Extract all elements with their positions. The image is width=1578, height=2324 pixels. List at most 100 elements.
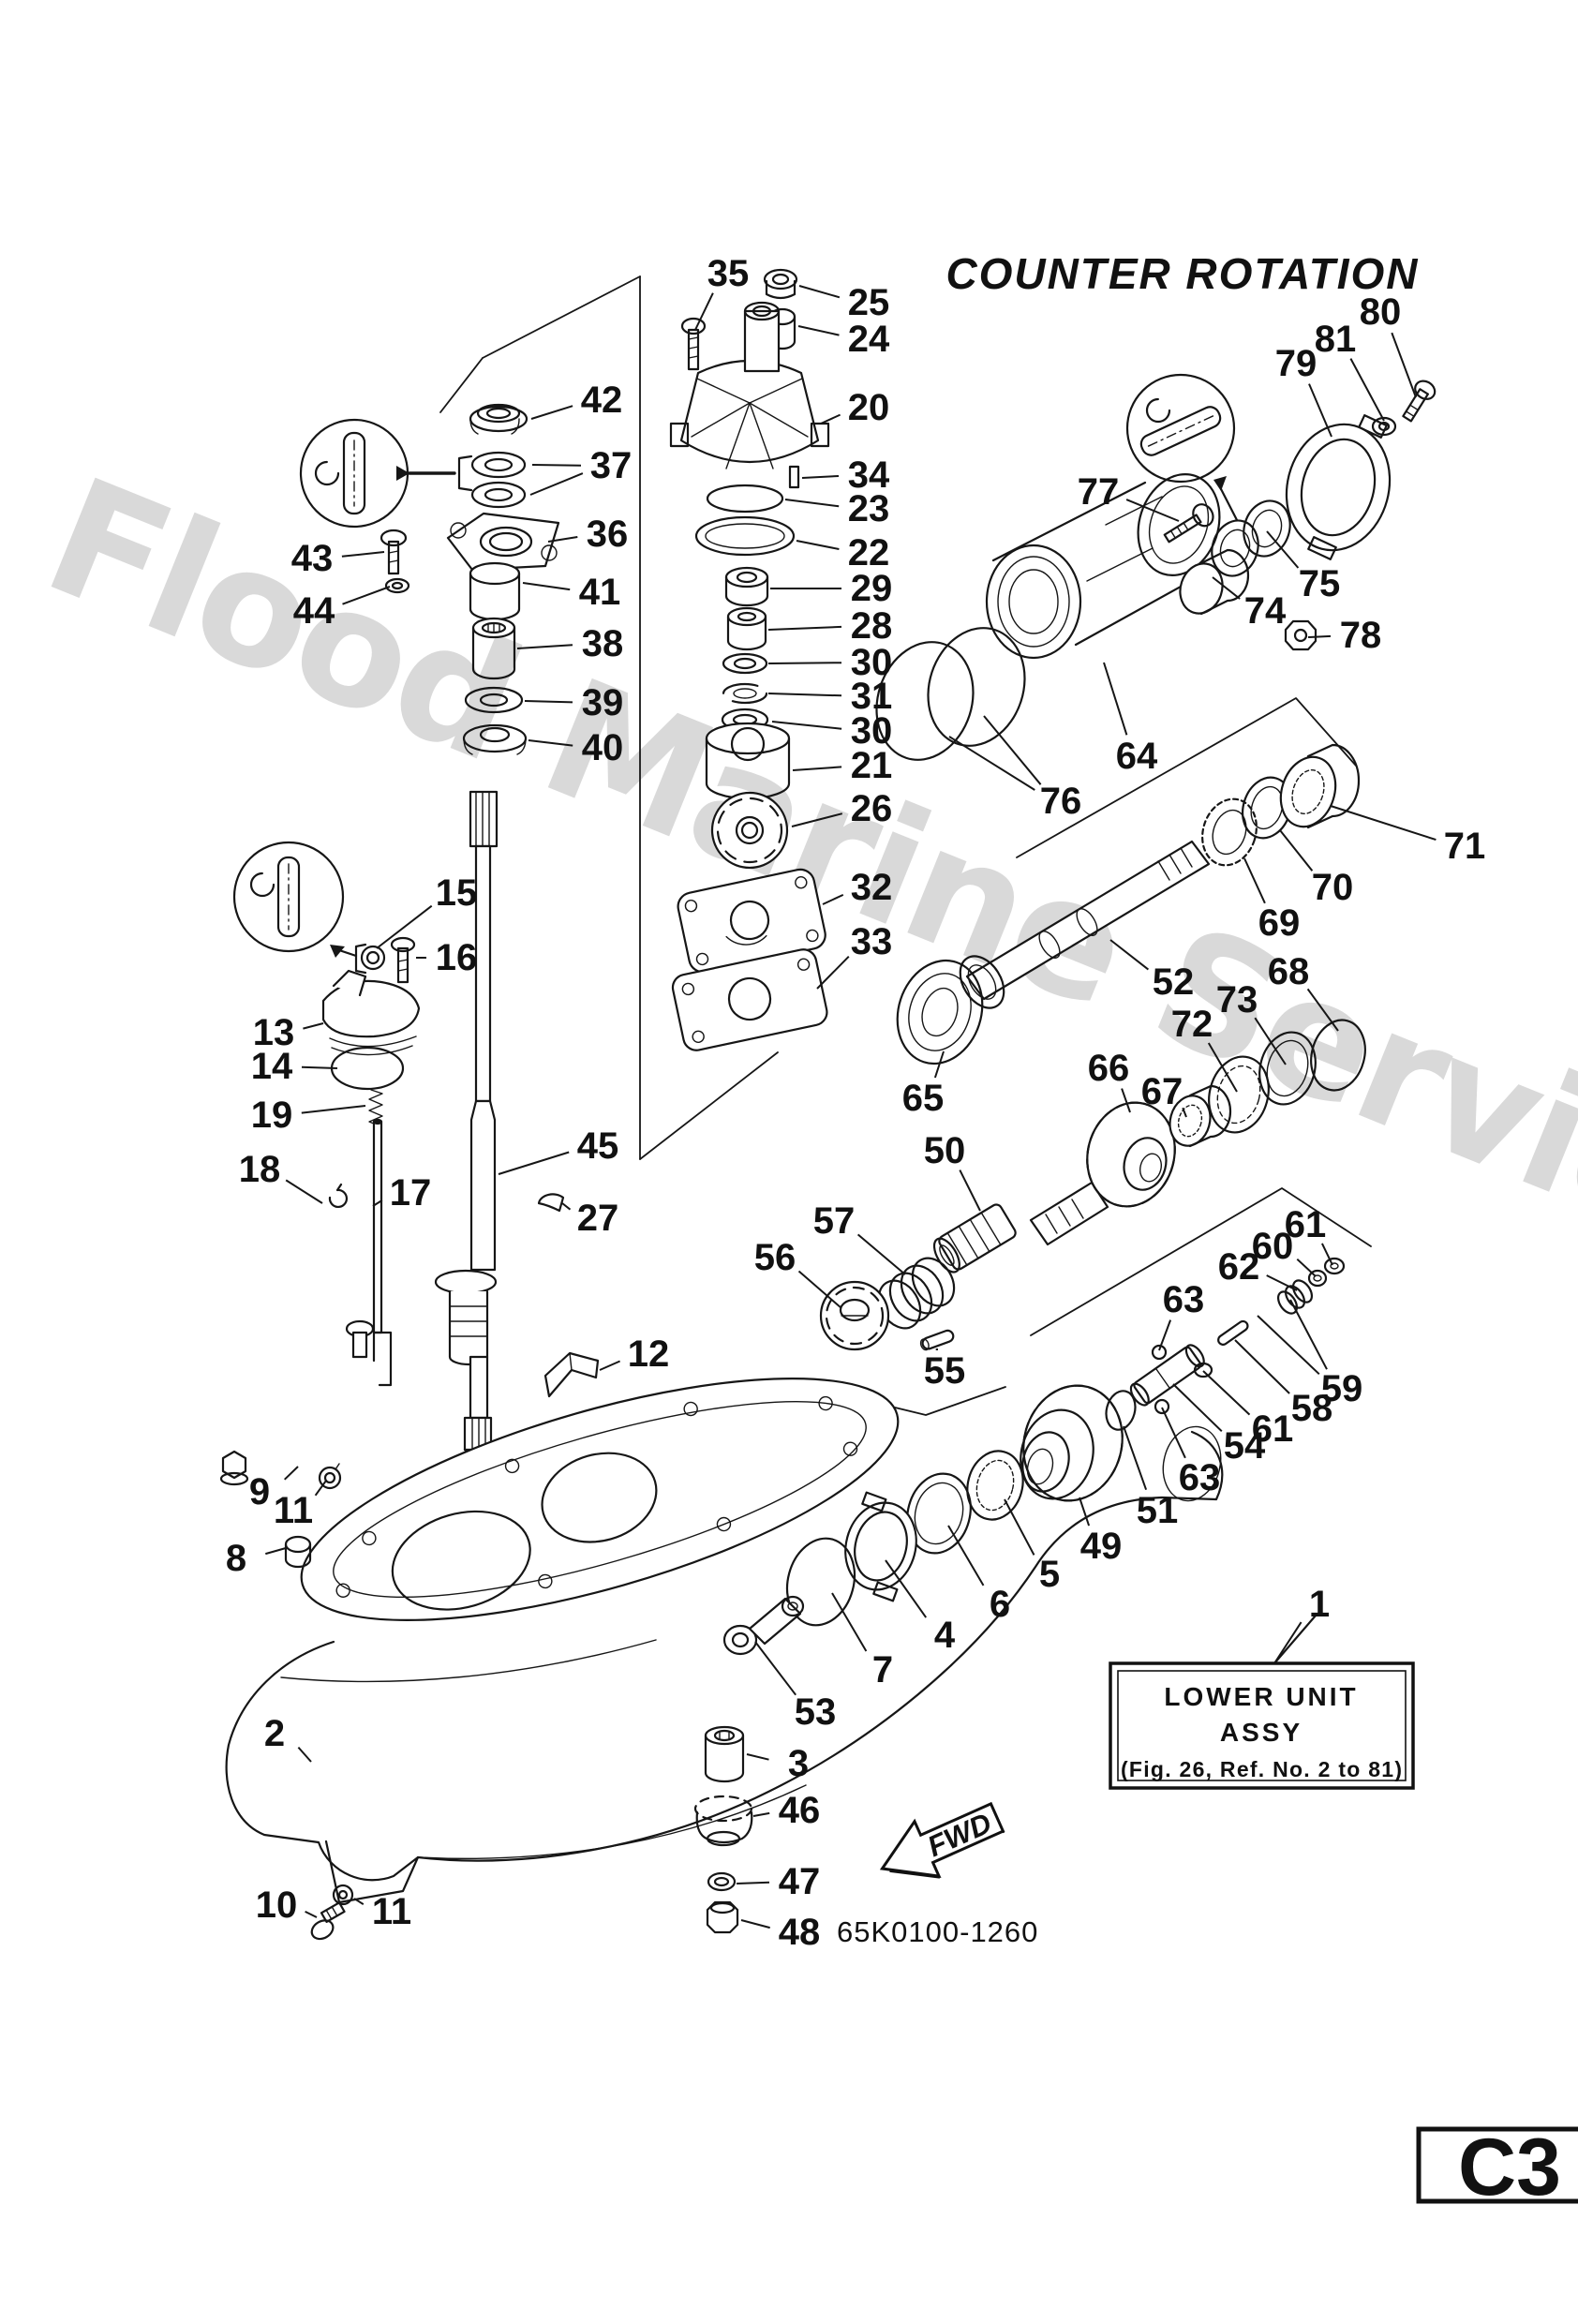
callout-52: 52 bbox=[1153, 961, 1195, 1003]
leader-19 bbox=[301, 1105, 366, 1114]
callout-64: 64 bbox=[1116, 736, 1158, 777]
leader-12 bbox=[599, 1360, 621, 1371]
callout-37: 37 bbox=[590, 445, 633, 486]
leader-13 bbox=[303, 1022, 324, 1030]
leader-76 bbox=[948, 736, 1035, 791]
leader-6 bbox=[947, 1525, 985, 1587]
leader-59 bbox=[1289, 1299, 1328, 1370]
callout-1: 1 bbox=[1309, 1584, 1330, 1625]
driveshaft-seal-column bbox=[380, 403, 560, 755]
callout-56: 56 bbox=[754, 1237, 796, 1278]
leader-45 bbox=[498, 1151, 570, 1175]
callout-24: 24 bbox=[848, 319, 890, 360]
leader-47 bbox=[736, 1881, 770, 1885]
callout-46: 46 bbox=[779, 1790, 821, 1831]
leader-28 bbox=[767, 625, 842, 631]
leader-56 bbox=[797, 1270, 842, 1309]
leader-5 bbox=[1004, 1498, 1035, 1556]
leader-60 bbox=[1296, 1258, 1317, 1277]
leader-22 bbox=[796, 540, 840, 550]
leader-24 bbox=[797, 325, 840, 336]
callout-51: 51 bbox=[1137, 1490, 1179, 1531]
leader-1 bbox=[1273, 1621, 1303, 1664]
leader-63 bbox=[1161, 1407, 1186, 1459]
leader-79 bbox=[1308, 383, 1332, 438]
assembly-box: LOWER UNIT ASSY (Fig. 26, Ref. No. 2 to … bbox=[1109, 1661, 1415, 1790]
callout-25: 25 bbox=[848, 282, 890, 323]
callout-54: 54 bbox=[1224, 1425, 1266, 1467]
callout-60: 60 bbox=[1252, 1226, 1294, 1267]
callout-6: 6 bbox=[990, 1584, 1010, 1625]
callout-17: 17 bbox=[390, 1172, 432, 1214]
leader-72 bbox=[1207, 1042, 1238, 1093]
callout-80: 80 bbox=[1360, 291, 1402, 333]
callout-36: 36 bbox=[587, 514, 629, 555]
callout-69: 69 bbox=[1258, 902, 1301, 944]
leader-23 bbox=[784, 499, 840, 508]
leader-53 bbox=[754, 1641, 796, 1696]
leader-32 bbox=[822, 893, 844, 905]
callout-66: 66 bbox=[1088, 1048, 1130, 1089]
callout-63: 63 bbox=[1179, 1457, 1221, 1498]
callout-31: 31 bbox=[851, 676, 893, 717]
leader-48 bbox=[740, 1919, 770, 1929]
callout-55: 55 bbox=[924, 1350, 966, 1392]
callout-labels: 1234567891011111213141516171819202122232… bbox=[226, 253, 1485, 1953]
callout-62: 62 bbox=[1218, 1246, 1260, 1288]
callout-73: 73 bbox=[1216, 979, 1258, 1020]
leader-73 bbox=[1254, 1017, 1287, 1065]
callout-75: 75 bbox=[1299, 563, 1341, 604]
callout-22: 22 bbox=[848, 532, 890, 574]
callout-48: 48 bbox=[779, 1912, 821, 1953]
callout-32: 32 bbox=[851, 867, 893, 908]
callout-42: 42 bbox=[581, 380, 623, 421]
callout-44: 44 bbox=[293, 590, 335, 632]
callout-53: 53 bbox=[795, 1691, 837, 1733]
callout-70: 70 bbox=[1312, 867, 1354, 908]
driveshaft bbox=[434, 790, 499, 1458]
callout-49: 49 bbox=[1080, 1526, 1123, 1567]
callout-33: 33 bbox=[851, 921, 893, 962]
leader-3 bbox=[746, 1753, 769, 1761]
callout-39: 39 bbox=[582, 682, 624, 723]
leader-31 bbox=[767, 693, 842, 697]
leader-8 bbox=[265, 1547, 287, 1556]
callout-74: 74 bbox=[1244, 590, 1287, 632]
leader-46 bbox=[752, 1811, 770, 1817]
callout-11: 11 bbox=[274, 1490, 313, 1531]
fwd-arrow: FWD bbox=[879, 1801, 1005, 1879]
forward-gear-group bbox=[819, 1019, 1366, 1351]
leader-62 bbox=[1266, 1274, 1298, 1291]
leader-27 bbox=[561, 1202, 572, 1211]
page-code: C3 bbox=[1458, 2123, 1561, 2212]
gearcase-hardware bbox=[219, 1450, 753, 1941]
leader-21 bbox=[792, 766, 842, 771]
assembly-box-line1: LOWER UNIT bbox=[1164, 1682, 1358, 1711]
leader-78 bbox=[1307, 634, 1332, 638]
callout-26: 26 bbox=[851, 788, 893, 829]
leader-81 bbox=[1349, 358, 1385, 422]
callout-72: 72 bbox=[1171, 1004, 1213, 1045]
leader-39 bbox=[524, 700, 573, 704]
leader-17 bbox=[372, 1199, 383, 1207]
leader-68 bbox=[1306, 988, 1339, 1032]
prop-shaft-group bbox=[896, 743, 1361, 1065]
callout-4: 4 bbox=[934, 1615, 956, 1656]
callout-28: 28 bbox=[851, 605, 893, 647]
leader-10 bbox=[305, 1911, 318, 1918]
leader-14 bbox=[301, 1065, 338, 1069]
callout-13: 13 bbox=[253, 1012, 295, 1053]
leader-18 bbox=[285, 1179, 323, 1204]
leader-36 bbox=[547, 536, 578, 543]
callout-78: 78 bbox=[1340, 615, 1382, 656]
leader-15 bbox=[376, 904, 433, 949]
callout-30: 30 bbox=[851, 642, 893, 683]
callout-40: 40 bbox=[582, 727, 624, 768]
callout-16: 16 bbox=[436, 937, 478, 978]
callout-57: 57 bbox=[813, 1200, 856, 1242]
leader-25 bbox=[798, 285, 841, 299]
assembly-box-leader bbox=[1273, 1614, 1317, 1665]
callout-79: 79 bbox=[1275, 343, 1317, 384]
callout-14: 14 bbox=[251, 1046, 293, 1087]
